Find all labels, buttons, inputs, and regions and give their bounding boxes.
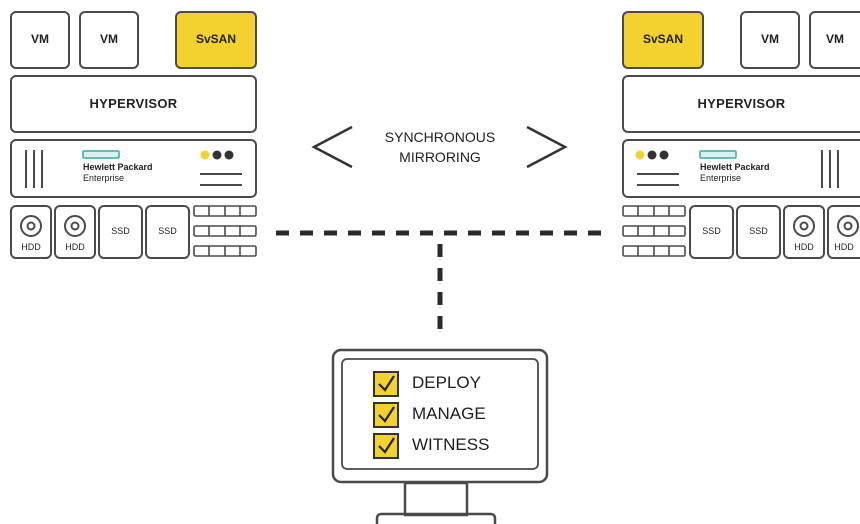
task-deploy-label: DEPLOY	[412, 373, 481, 392]
left-vm1-box	[10, 11, 70, 69]
checkbox-manage-icon	[373, 402, 399, 428]
left-ssd2-label: SSD	[158, 226, 177, 236]
left-drive-slots-icon	[193, 205, 257, 257]
right-ssd2-bay	[736, 205, 781, 259]
left-hdd1-bay	[10, 205, 52, 259]
right-hdd2-platter-icon	[837, 215, 859, 237]
right-vm1-label: VM	[761, 32, 779, 46]
monitor-base	[375, 512, 497, 524]
left-hdd2-platter-icon	[64, 215, 86, 237]
left-ssd2-bay	[145, 205, 190, 259]
left-status-leds-icon	[200, 150, 234, 160]
right-drive-slots-icon	[622, 205, 686, 257]
right-hypervisor-label: HYPERVISOR	[697, 96, 786, 111]
task-manage-label: MANAGE	[412, 404, 486, 423]
left-hdd1-label: HDD	[21, 242, 41, 252]
left-hdd1-platter-icon	[20, 215, 42, 237]
left-ssd1-bay	[98, 205, 143, 259]
mirroring-line2: MIRRORING	[399, 149, 481, 165]
right-hdd2-label: HDD	[834, 242, 854, 252]
left-svsan-box	[175, 11, 257, 69]
right-hypervisor-box	[622, 75, 860, 133]
left-chevron-icon	[311, 125, 353, 169]
left-ssd1-label: SSD	[111, 226, 130, 236]
task-witness-label: WITNESS	[412, 435, 490, 454]
right-hdd1-platter-icon	[793, 215, 815, 237]
right-hdd2-bay	[827, 205, 860, 259]
right-hdd1-bay	[783, 205, 825, 259]
checkbox-deploy-icon	[373, 371, 399, 397]
left-server-chassis	[10, 139, 257, 198]
left-hypervisor-box	[10, 75, 257, 133]
monitor-screen	[341, 358, 539, 470]
left-hdd2-label: HDD	[65, 242, 85, 252]
left-svsan-label: SvSAN	[195, 32, 236, 46]
left-brand-line1: Hewlett Packard	[83, 162, 153, 172]
right-ssd1-label: SSD	[702, 226, 721, 236]
right-vm2-label: VM	[826, 32, 844, 46]
left-brand-line2: Enterprise	[83, 173, 125, 183]
right-hpe-logo-icon	[699, 150, 737, 159]
right-brand-line2: Enterprise	[700, 173, 742, 183]
right-svsan-label: SvSAN	[642, 32, 683, 46]
left-hpe-logo-icon	[82, 150, 120, 159]
right-ssd2-label: SSD	[749, 226, 768, 236]
right-vm1-box	[740, 11, 800, 69]
right-hdd1-label: HDD	[794, 242, 814, 252]
right-vent-icon	[821, 150, 839, 188]
left-hypervisor-label: HYPERVISOR	[89, 96, 178, 111]
right-brand-line1: Hewlett Packard	[700, 162, 770, 172]
right-ssd1-bay	[689, 205, 734, 259]
mirroring-line1: SYNCHRONOUS	[384, 129, 496, 145]
right-chevron-icon	[526, 125, 568, 169]
left-hdd2-bay	[54, 205, 96, 259]
left-vm1-label: VM	[31, 32, 49, 46]
right-svsan-box	[622, 11, 704, 69]
right-status-leds-icon	[635, 150, 669, 160]
monitor-stand	[403, 481, 469, 517]
right-server-chassis	[622, 139, 860, 198]
left-vm2-label: VM	[100, 32, 118, 46]
checkbox-witness-icon	[373, 433, 399, 459]
right-vm2-box	[809, 11, 860, 69]
left-vent-icon	[25, 150, 43, 188]
left-vm2-box	[79, 11, 139, 69]
